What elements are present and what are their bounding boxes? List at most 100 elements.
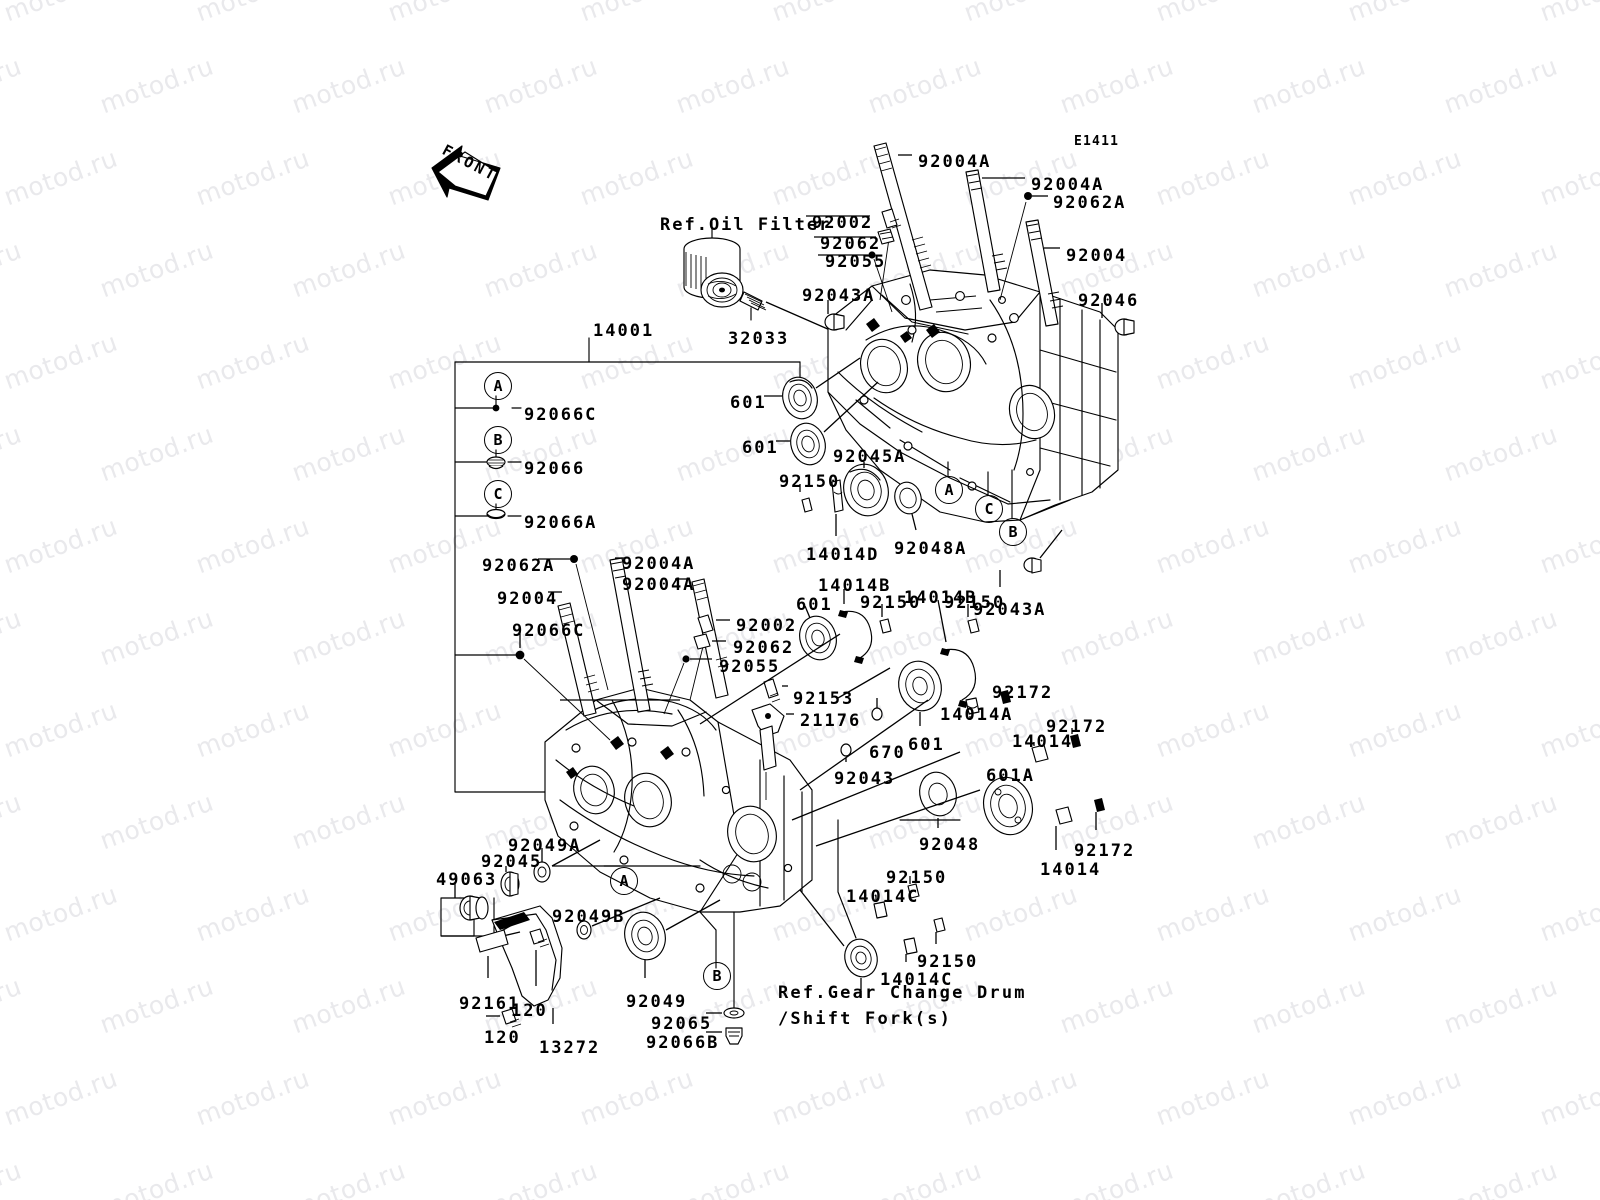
sensor-21176-assembly (751, 678, 794, 800)
callout-b-lower: B (703, 962, 731, 990)
part-14014C-1 (873, 896, 888, 919)
part-92150-3 (967, 604, 980, 634)
ref-gear-change-drum: Ref.Gear Change Drum /Shift Fork(s) (778, 981, 1027, 1032)
part-label-p-92002-2: 92002 (736, 616, 798, 636)
stud-92004A-1 (873, 142, 933, 311)
part-label-p-92055-2: 92055 (719, 657, 781, 677)
part-label-p-92150-5: 92150 (917, 952, 979, 972)
stud-92004A-2 (965, 169, 1025, 293)
part-92043A-2 (999, 529, 1063, 587)
lower-left-parts (440, 839, 721, 1028)
part-92065 (706, 1007, 745, 1019)
bottom-fasteners (699, 911, 745, 1045)
part-92049A (533, 848, 551, 883)
part-label-p-14001: 14001 (593, 321, 655, 341)
ref-gear-line2: /Shift Fork(s) (778, 1008, 953, 1029)
callout-a-upper: A (935, 476, 963, 504)
glyph-92066A (486, 508, 506, 520)
part-120-1 (529, 928, 550, 986)
part-670 (871, 698, 883, 721)
part-label-p-92055-1: 92055 (825, 252, 887, 272)
diagram-code: E1411 (1074, 134, 1120, 149)
part-label-p-92049: 92049 (626, 992, 688, 1012)
part-label-p-601-4: 601 (908, 735, 945, 755)
part-label-p-92049A: 92049A (508, 836, 582, 856)
front-direction-badge (431, 145, 501, 201)
part-92048 (919, 771, 957, 828)
part-92150-5 (933, 917, 946, 944)
part-label-p-14014-1: 14014 (1012, 732, 1074, 752)
bearing-601-3 (799, 605, 837, 661)
stud-92004 (1025, 219, 1064, 327)
part-label-p-92062-2: 92062 (733, 638, 795, 658)
part-label-p-13272: 13272 (539, 1038, 601, 1058)
part-label-p-601-2: 601 (742, 438, 779, 458)
part-92150-1 (799, 484, 813, 513)
part-92055-1 (818, 251, 893, 313)
part-92046 (1101, 303, 1135, 336)
ref-gear-line1: Ref.Gear Change Drum (778, 983, 1027, 1003)
part-label-p-14014C-2: 14014C (880, 970, 954, 990)
part-label-p-601A: 601A (986, 766, 1035, 786)
part-label-p-92048A: 92048A (894, 539, 968, 559)
bearing-601-2 (776, 381, 879, 466)
part-92172-3 (1094, 798, 1105, 830)
part-92150-4 (907, 876, 920, 899)
part-92055-2 (663, 655, 712, 715)
part-label-p-92062A-2: 92062A (482, 556, 556, 576)
legend-callout-b: B (484, 426, 512, 454)
part-label-p-92004A-3: 92004A (622, 554, 696, 574)
part-label-p-601-3: 601 (796, 595, 833, 615)
part-92062A-1 (999, 192, 1048, 301)
part-92062-2 (693, 633, 726, 650)
upper-crankcase-half (827, 269, 1119, 523)
part-label-p-92004-2: 92004 (497, 589, 559, 609)
glyph-92066 (486, 456, 506, 470)
part-label-p-92049B: 92049B (552, 907, 626, 927)
lower-case-studs (515, 555, 730, 741)
part-14014D (831, 479, 844, 536)
part-92150-2 (879, 604, 892, 634)
part-label-p-92046: 92046 (1078, 291, 1140, 311)
circlip-14014B-1 (838, 589, 873, 664)
part-label-p-92043A-2: 92043A (973, 600, 1047, 620)
part-label-p-92065: 92065 (651, 1014, 713, 1034)
part-label-p-92002-1: 92002 (812, 213, 874, 233)
part-label-p-reffilter: Ref.Oil Filter (660, 215, 832, 235)
part-label-p-92043: 92043 (834, 769, 896, 789)
part-92043A-1 (824, 300, 845, 331)
seal-92049 (624, 911, 666, 978)
part-14014C-2 (903, 937, 918, 962)
part-92062A-2 (538, 555, 609, 691)
callout-b-upper: B (999, 518, 1027, 546)
part-label-p-14014D: 14014D (806, 545, 880, 565)
part-120-2 (486, 1008, 522, 1028)
legend-label-lg-92066A: 92066A (524, 513, 598, 533)
part-label-p-92004A-2: 92004A (1031, 175, 1105, 195)
bearing-601-4 (898, 660, 942, 726)
part-label-p-92048: 92048 (919, 835, 981, 855)
mid-bearings (560, 589, 1105, 850)
part-label-p-92172-2: 92172 (1046, 717, 1108, 737)
part-label-p-670: 670 (869, 743, 906, 763)
part-label-p-92045: 92045 (481, 852, 543, 872)
part-label-p-92004-1: 92004 (1066, 246, 1128, 266)
part-label-p-14014B-1: 14014B (818, 576, 892, 596)
part-92172-1 (1000, 690, 1011, 704)
bearing-601A (983, 772, 1033, 836)
part-92045 (500, 866, 520, 897)
circlip-14014B-2 (937, 599, 977, 708)
part-label-p-14014-2: 14014 (1040, 860, 1102, 880)
part-label-p-92066C-2: 92066C (512, 621, 586, 641)
front-badge-text: FRONT (439, 140, 501, 186)
part-32033 (739, 291, 767, 321)
bearing-92045A (843, 462, 889, 517)
bearing-601-1 (764, 357, 861, 420)
part-92049B (576, 918, 592, 940)
part-92161 (475, 929, 509, 978)
lower-crankcase-half (544, 687, 813, 913)
stud-92004A-3 (609, 557, 654, 713)
